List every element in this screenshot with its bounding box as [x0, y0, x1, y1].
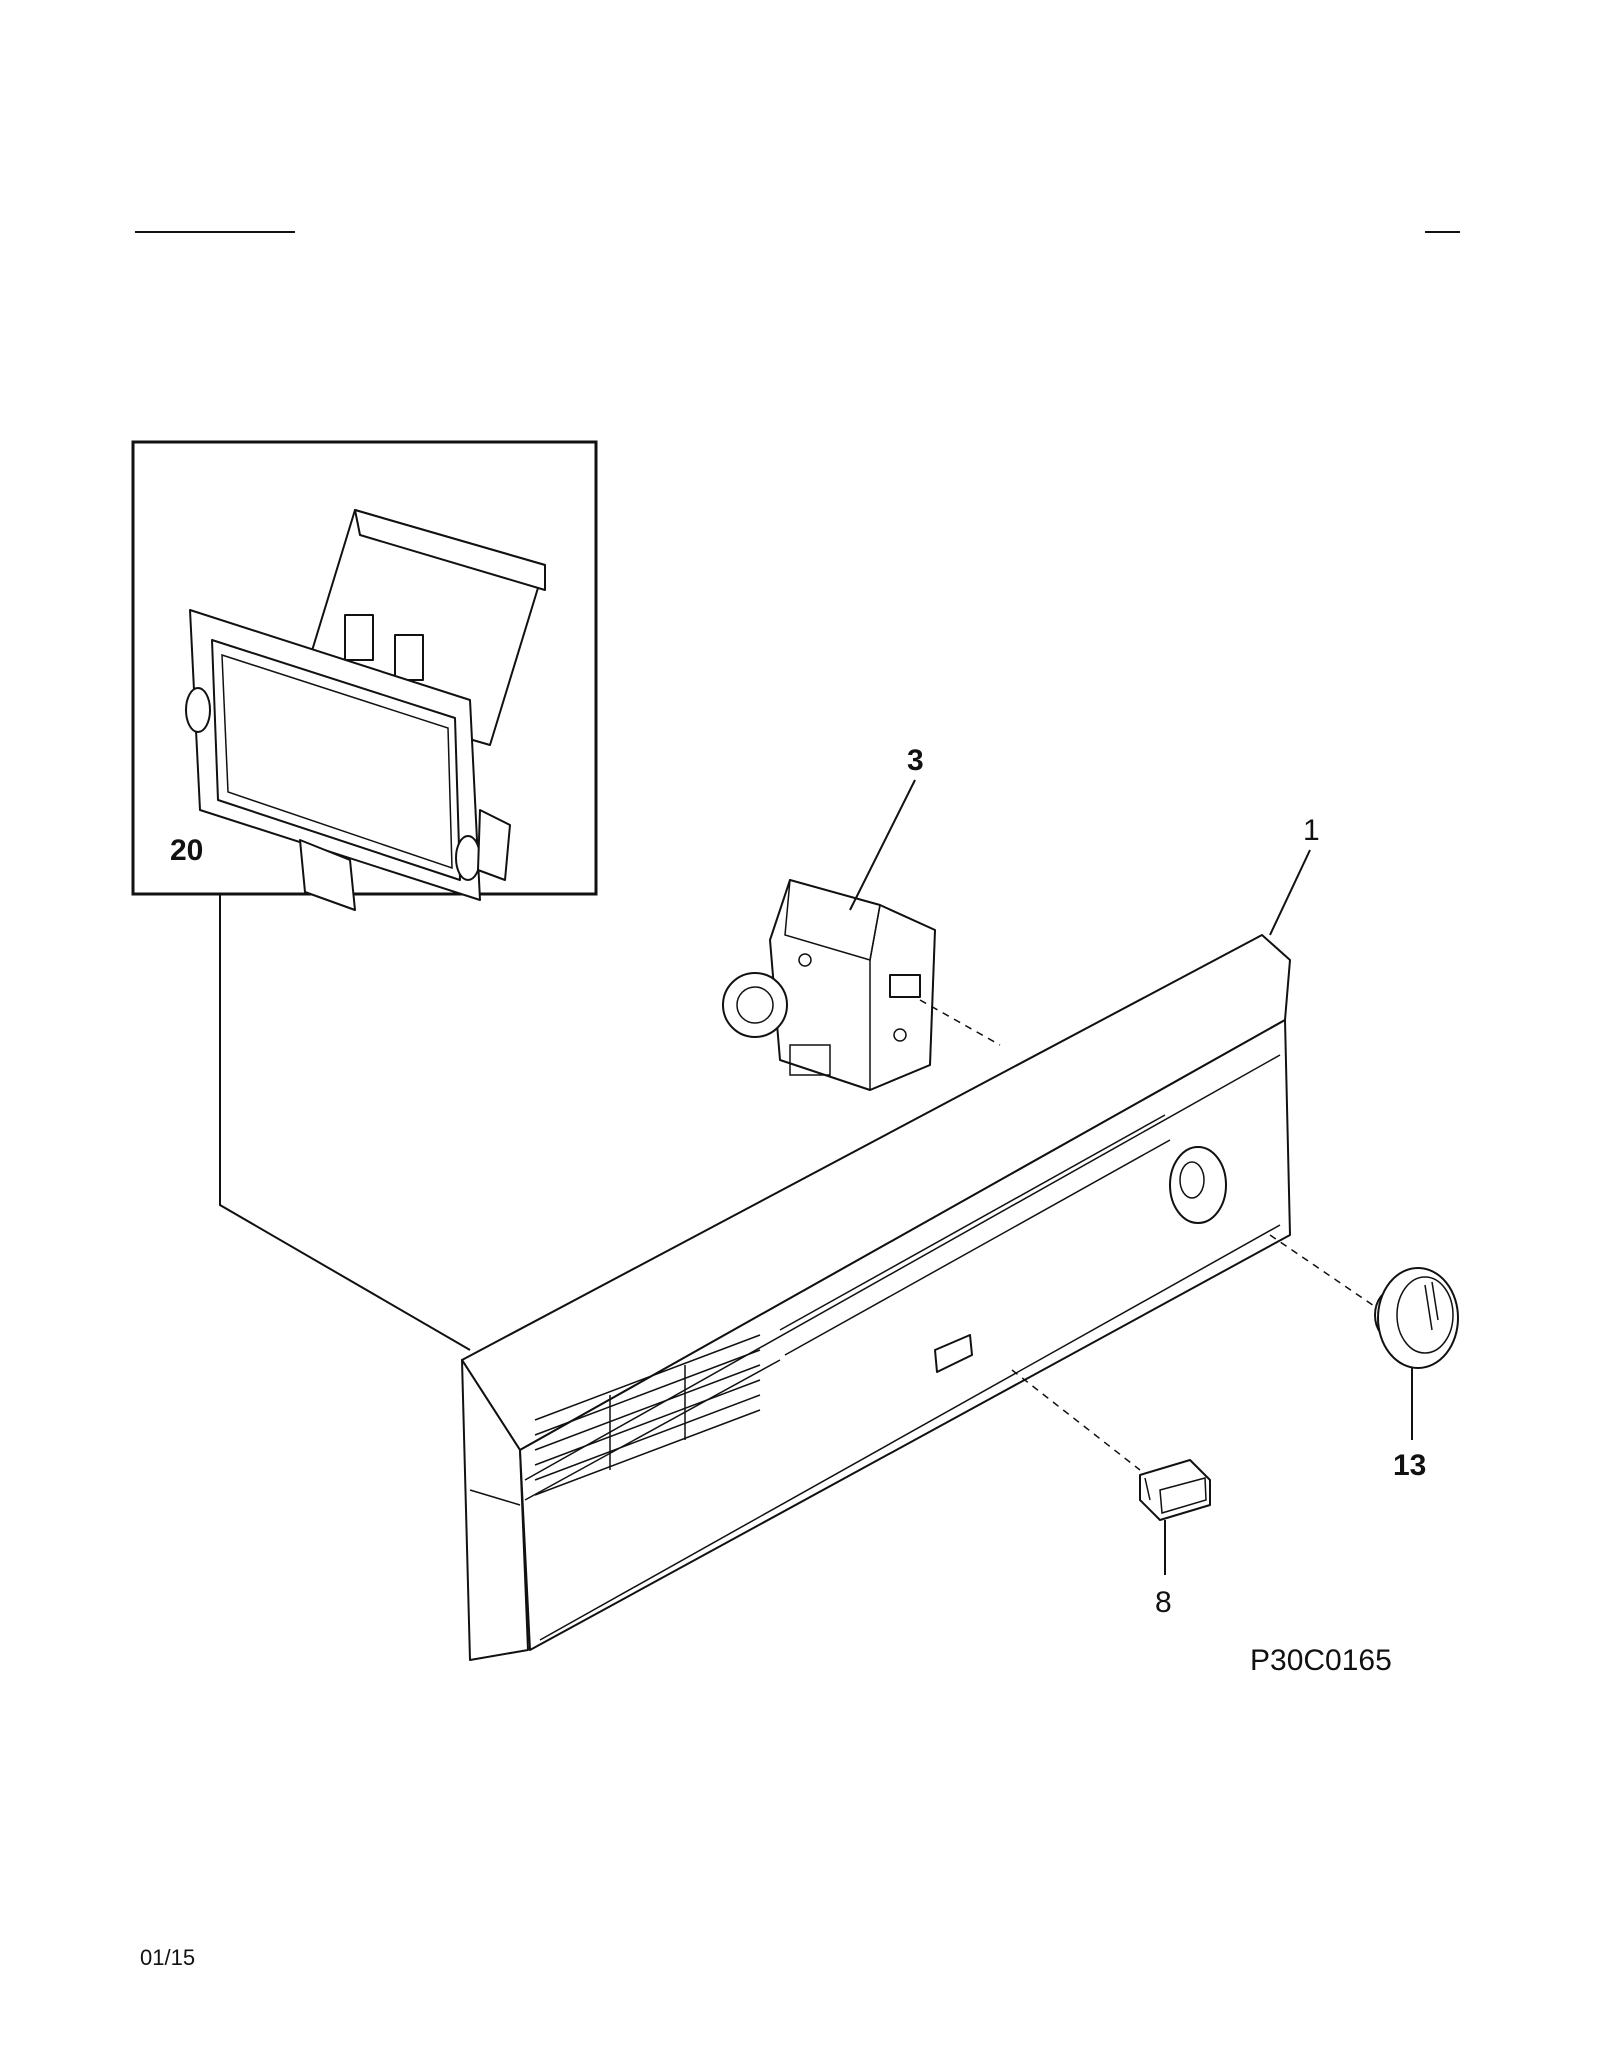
callout-8: 8 [1155, 1586, 1172, 1619]
callout-1: 1 [1303, 814, 1320, 847]
callout-20: 20 [170, 834, 203, 867]
timer-part-3 [722, 879, 936, 1092]
figure-code: P30C0165 [1250, 1644, 1392, 1677]
vent-grille [534, 1334, 761, 1496]
inset-connector-line [219, 894, 471, 1351]
knob-dashline [1269, 1234, 1381, 1311]
control-panel-part-1 [461, 934, 1291, 1661]
switch-dashline [1011, 1369, 1141, 1471]
switch-opening [934, 1334, 973, 1373]
callout-3: 3 [907, 744, 924, 777]
light-housing-part-20 [185, 509, 546, 911]
rocker-switch-part-8 [1139, 1459, 1211, 1521]
timer-mount-dashline [919, 999, 1001, 1046]
page-number: 01/15 [140, 1945, 195, 1970]
knob-hole [1169, 1146, 1227, 1224]
knob-part-13 [1374, 1267, 1459, 1369]
inset-box-part-20: 20 [131, 440, 598, 911]
leader-3 [849, 779, 916, 911]
leader-1 [1269, 849, 1311, 936]
callout-13: 13 [1393, 1449, 1426, 1482]
